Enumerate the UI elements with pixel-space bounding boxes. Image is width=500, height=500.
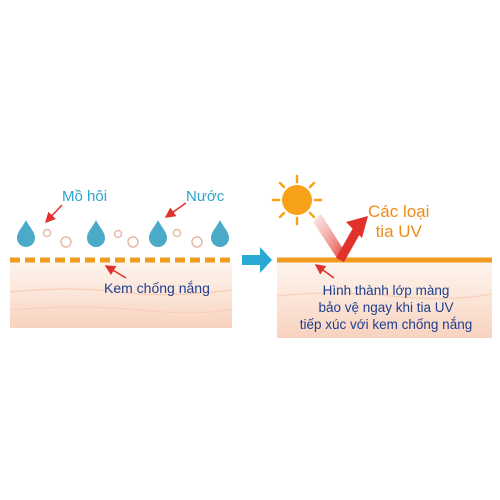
water-drop-icon [211,220,229,247]
uv-reflect-arrow [336,216,368,262]
skin-block-right [276,262,493,338]
protective-film-line-3: tiếp xúc với kem chống nắng [299,317,473,332]
sweat-label: Mồ hôi [62,188,108,205]
protective-film-line-1: Hình thành lớp màng [322,283,450,298]
water-drop-icon [149,220,167,247]
water-label: Nước [186,188,225,205]
bubble-icon [127,236,139,248]
water-drop-icon [17,220,35,247]
uv-ray-icon [313,214,345,258]
sunscreen-pointer [104,265,127,279]
protective-film-label: Hình thành lớp màng bảo vệ ngay khi tia … [296,282,476,333]
film-pointer [314,264,335,279]
sweat-pointer [44,204,63,224]
bubble-icon [42,228,52,238]
sunscreen-label: Kem chống nắng [104,280,210,296]
sun-icon [271,174,323,226]
bubble-icon [172,228,182,238]
skin-block-left [9,262,233,328]
uv-rays-line-2: tia UV [375,222,422,241]
water-drop-icon [87,220,105,247]
uv-rays-label: Các loại tia UV [368,202,429,242]
bubble-icon [113,229,123,239]
sweat-bubbles [42,228,203,248]
uv-rays-line-1: Các loại [368,202,430,221]
bubble-icon [191,236,203,248]
water-pointer [164,202,187,218]
right-arrow-icon [242,247,272,273]
water-drops [17,220,229,247]
protective-film-line-2: bảo vệ ngay khi tia UV [318,300,454,315]
bubble-icon [60,236,72,248]
